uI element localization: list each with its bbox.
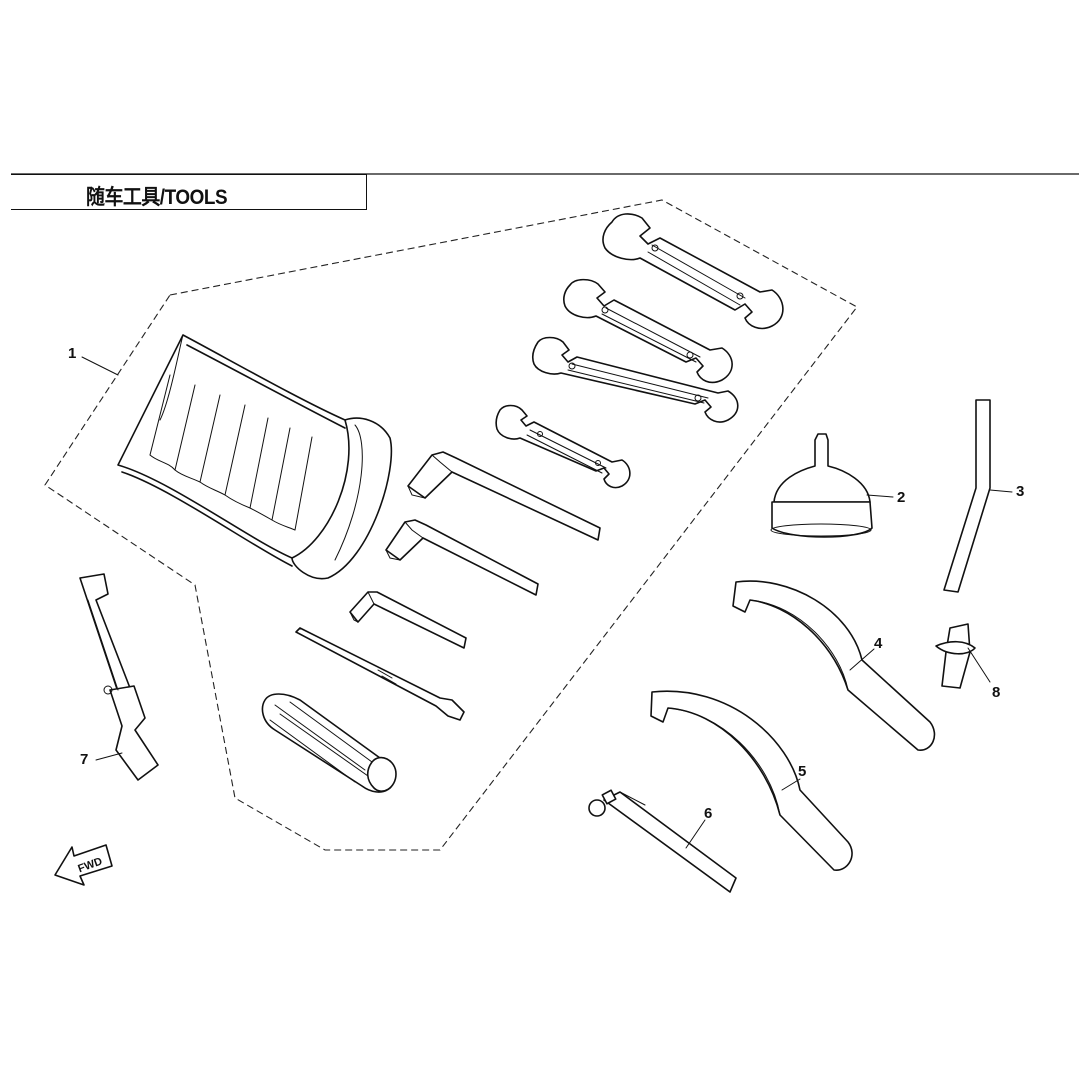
retaining-clip (935, 623, 976, 689)
leader-lines (81, 356, 1013, 849)
tool-kit-boundary (44, 199, 858, 851)
wrench-medium-1 (563, 278, 733, 384)
funnel (770, 433, 873, 538)
wrench-small (495, 404, 631, 489)
socket-wrench (79, 573, 159, 781)
callout-6: 6 (704, 805, 712, 822)
wrench-medium-2 (531, 336, 739, 423)
callout-2: 2 (897, 489, 905, 506)
hex-key-small (349, 591, 467, 649)
fwd-arrow-icon: FWD (54, 844, 113, 886)
hex-key-large (407, 451, 601, 541)
tool-roll-pouch (117, 334, 393, 580)
pressure-gauge-tool (588, 789, 737, 893)
screwdriver-bit (295, 627, 465, 721)
hex-key-medium (385, 519, 539, 596)
wrench-large (602, 213, 784, 330)
hook-spanner-small (732, 580, 936, 751)
bent-rod (943, 399, 991, 593)
callout-4: 4 (874, 635, 883, 652)
screwdriver-handle (261, 693, 397, 793)
callout-5: 5 (798, 763, 806, 780)
hook-spanner-large (650, 690, 853, 871)
callout-1: 1 (68, 345, 76, 362)
callout-8: 8 (992, 684, 1000, 701)
callout-3: 3 (1016, 483, 1024, 500)
page-title: 随车工具/TOOLS (86, 186, 228, 209)
callout-7: 7 (80, 751, 88, 768)
